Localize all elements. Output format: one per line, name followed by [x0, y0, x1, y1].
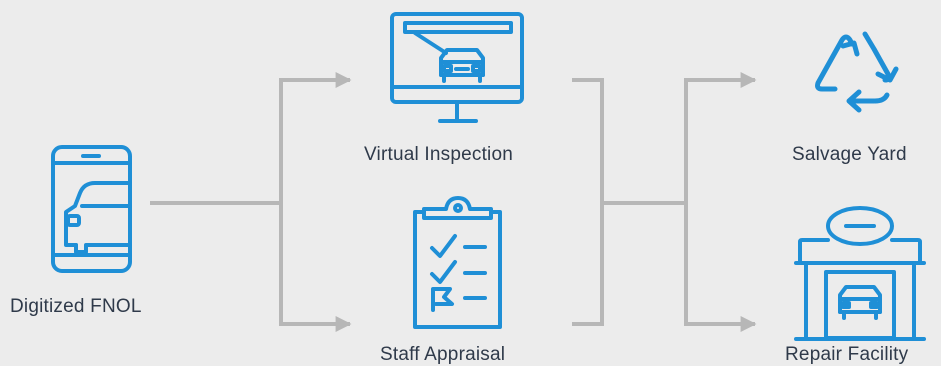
recycle-icon — [815, 31, 899, 113]
node-label-staff-appraisal: Staff Appraisal — [380, 344, 506, 365]
garage-car-icon — [794, 206, 926, 341]
node-label-repair-facility: Repair Facility — [785, 344, 909, 365]
smartphone-car-icon — [51, 145, 132, 273]
connector-merge-branch — [572, 72, 757, 332]
node-label-salvage-yard: Salvage Yard — [792, 144, 907, 165]
clipboard-checklist-icon — [413, 196, 502, 329]
node-label-virtual-inspection: Virtual Inspection — [364, 144, 514, 165]
monitor-car-icon — [390, 12, 524, 123]
connector-fnol-branch — [150, 72, 352, 332]
node-label-digitized-fnol: Digitized FNOL — [10, 296, 142, 317]
